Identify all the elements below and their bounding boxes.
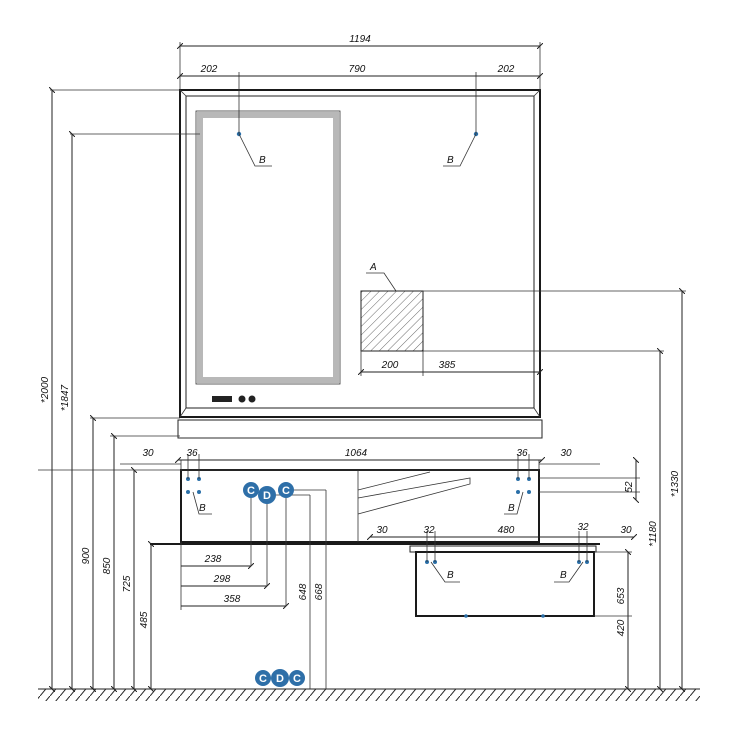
badge-d: D bbox=[263, 490, 271, 502]
vanity-body bbox=[180, 459, 540, 543]
dim-1847-label: *1847 bbox=[60, 384, 71, 411]
dim-202-left-label: 202 bbox=[200, 64, 218, 75]
hatched-patch bbox=[360, 290, 424, 352]
callout-b-drawer-right: B bbox=[554, 561, 584, 583]
dim-drawer-32-right-label: 32 bbox=[577, 522, 589, 533]
dimension-right-verticals: 52 653 420 *1180 *1330 bbox=[423, 291, 686, 689]
dim-485-label: 485 bbox=[139, 611, 150, 628]
dim-drawer-32-left-label: 32 bbox=[423, 525, 435, 536]
dim-298-label: 298 bbox=[213, 574, 231, 585]
dim-30-left-label: 30 bbox=[142, 448, 154, 459]
dim-238-label: 238 bbox=[204, 554, 222, 565]
dim-358-label: 358 bbox=[224, 594, 241, 605]
dimension-overall-width: 1194 bbox=[180, 34, 540, 90]
mirror-control-panel bbox=[212, 395, 256, 403]
floor bbox=[38, 688, 700, 701]
dimension-cabinet-row: 30 36 1064 36 30 bbox=[120, 448, 600, 479]
dimension-pipe-heights: 648 668 bbox=[298, 583, 325, 600]
dimension-left-verticals: *2000 *1847 900 850 725 485 bbox=[38, 90, 200, 689]
dim-480-label: 480 bbox=[498, 525, 515, 536]
dim-drawer-30-label: 30 bbox=[376, 525, 388, 536]
dim-36-right-label: 36 bbox=[516, 448, 528, 459]
dim-202-right-label: 202 bbox=[497, 64, 515, 75]
dim-1064-label: 1064 bbox=[345, 448, 368, 459]
vanity-top bbox=[177, 419, 543, 439]
dim-648-label: 648 bbox=[298, 583, 309, 600]
callout-b-drawer-left: B bbox=[430, 561, 460, 583]
dim-653-label: 653 bbox=[616, 587, 627, 604]
badge-d-floor: D bbox=[276, 673, 284, 685]
dim-1330-label: *1330 bbox=[670, 470, 681, 497]
led-lamp bbox=[195, 110, 341, 385]
callout-b-mirror-right: B bbox=[443, 133, 477, 167]
dim-1180-label: *1180 bbox=[648, 521, 659, 547]
dim-30-right-label: 30 bbox=[560, 448, 572, 459]
callout-b-cabinet-left: B bbox=[192, 491, 212, 515]
svg-text:B: B bbox=[447, 155, 454, 166]
badge-c-floor-left: C bbox=[259, 673, 267, 685]
callout-b-cabinet-right: B bbox=[504, 491, 524, 515]
dim-385-label: 385 bbox=[439, 360, 456, 371]
dim-668-label: 668 bbox=[314, 583, 325, 600]
badge-c-floor-right: C bbox=[293, 673, 301, 685]
dim-drawer-30-right-label: 30 bbox=[620, 525, 632, 536]
callout-a: A bbox=[366, 262, 397, 292]
callout-b-mirror-left: B bbox=[238, 133, 272, 167]
svg-text:B: B bbox=[508, 503, 515, 514]
dim-850-label: 850 bbox=[102, 557, 113, 574]
dimension-bottom-offsets: 238 298 358 bbox=[180, 542, 286, 610]
dimension-patch: 200 385 bbox=[361, 351, 540, 376]
dim-2000-label: *2000 bbox=[40, 376, 51, 403]
dim-790-label: 790 bbox=[349, 64, 366, 75]
dim-1194-label: 1194 bbox=[349, 34, 371, 45]
svg-text:B: B bbox=[560, 570, 567, 581]
dim-200-label: 200 bbox=[381, 360, 399, 371]
badge-c-left: C bbox=[247, 485, 255, 497]
dim-420-label: 420 bbox=[616, 619, 627, 636]
svg-text:A: A bbox=[369, 262, 377, 273]
dim-725-label: 725 bbox=[122, 575, 133, 592]
badge-c-right: C bbox=[282, 485, 290, 497]
svg-text:B: B bbox=[199, 503, 206, 514]
dimension-mirror-segments: 202 790 202 bbox=[180, 64, 540, 134]
svg-text:B: B bbox=[447, 570, 454, 581]
dim-900-label: 900 bbox=[81, 547, 92, 564]
dim-36-left-label: 36 bbox=[186, 448, 198, 459]
mirror bbox=[179, 89, 541, 418]
side-drawer bbox=[409, 545, 597, 618]
svg-text:B: B bbox=[259, 155, 266, 166]
connection-badges-top: C D C bbox=[243, 482, 294, 504]
dim-52-label: 52 bbox=[624, 481, 635, 493]
dimension-drawer-row: 30 32 480 32 30 bbox=[370, 522, 634, 562]
connection-badges-bottom: C D C bbox=[255, 669, 305, 687]
